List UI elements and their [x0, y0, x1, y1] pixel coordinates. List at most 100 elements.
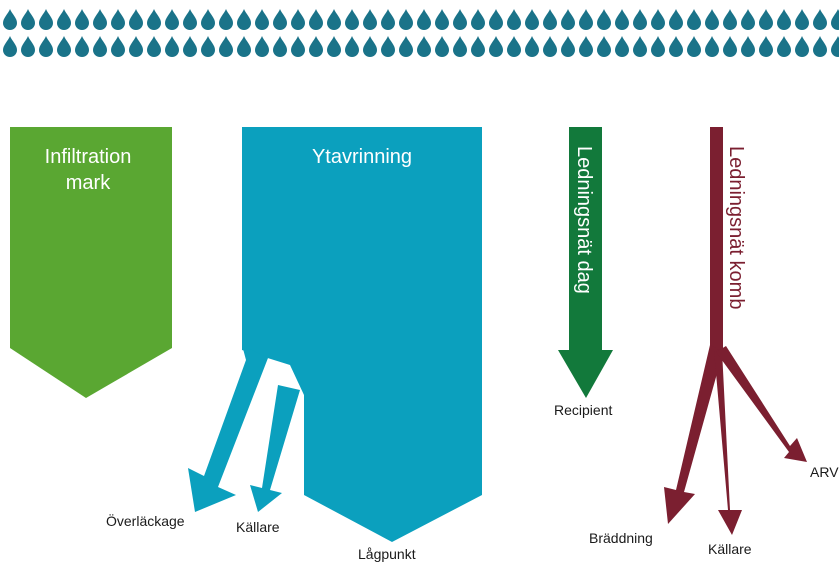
raindrop-icon: [219, 36, 233, 57]
combined-network-basement-branch: [714, 350, 742, 535]
combined-network-treatment-label: ARV: [810, 464, 839, 480]
raindrop-icon: [471, 9, 485, 30]
raindrop-icon: [723, 36, 737, 57]
raindrop-icon: [813, 9, 827, 30]
raindrop-icon: [417, 9, 431, 30]
raindrop-icon: [165, 36, 179, 57]
raindrop-icon: [561, 9, 575, 30]
raindrop-icon: [129, 9, 143, 30]
raindrop-icon: [435, 36, 449, 57]
infiltration-label-line1: Infiltration: [45, 146, 132, 168]
raindrop-icon: [75, 36, 89, 57]
raindrop-icon: [813, 36, 827, 57]
raindrop-icon: [21, 9, 35, 30]
raindrop-icon: [273, 9, 287, 30]
raindrop-icon: [327, 9, 341, 30]
raindrop-icon: [399, 36, 413, 57]
raindrop-icon: [651, 9, 665, 30]
combined-network-label: Ledningsnät komb: [725, 146, 747, 309]
raindrop-icon: [777, 36, 791, 57]
raindrop-icon: [795, 36, 809, 57]
raindrop-icon: [345, 9, 359, 30]
combined-network-overflow-branch: [664, 345, 723, 524]
raindrop-icon: [255, 9, 269, 30]
raindrop-icon: [111, 36, 125, 57]
raindrop-icon: [579, 36, 593, 57]
raindrop-icon: [669, 9, 683, 30]
raindrop-icon: [687, 9, 701, 30]
surface-runoff-flow: [188, 127, 482, 542]
combined-network-treatment-branch: [716, 346, 807, 462]
raindrop-icon: [183, 36, 197, 57]
raindrop-icon: [39, 36, 53, 57]
raindrop-icon: [741, 9, 755, 30]
raindrop-icon: [507, 9, 521, 30]
combined-network-flow: [664, 127, 807, 535]
combined-network-overflow-label: Bräddning: [589, 530, 653, 546]
raindrop-icon: [741, 36, 755, 57]
raindrop-icon: [309, 36, 323, 57]
raindrop-icon: [633, 9, 647, 30]
combined-network-stem: [710, 127, 723, 350]
infiltration-label-line2: mark: [66, 172, 111, 194]
raindrop-icon: [237, 9, 251, 30]
raindrop-icon: [777, 9, 791, 30]
raindrop-icon: [273, 36, 287, 57]
infiltration-arrow: [10, 127, 172, 398]
raindrop-icon: [831, 9, 839, 30]
raindrop-icon: [525, 9, 539, 30]
surface-runoff-overflow-label: Överläckage: [106, 512, 185, 529]
raindrop-icon: [237, 36, 251, 57]
raindrop-icon: [75, 9, 89, 30]
raindrop-icon: [219, 9, 233, 30]
combined-network-basement-label: Källare: [708, 541, 752, 557]
raindrop-icon: [723, 9, 737, 30]
surface-runoff-label: Ytavrinning: [312, 146, 412, 168]
raindrop-icon: [111, 9, 125, 30]
raindrop-icon: [489, 9, 503, 30]
raindrop-icon: [147, 9, 161, 30]
raindrop-icon: [633, 36, 647, 57]
raindrop-icon: [363, 9, 377, 30]
surface-runoff-lowpoint-label: Lågpunkt: [358, 546, 416, 562]
raindrop-icon: [39, 9, 53, 30]
raindrop-icon: [291, 36, 305, 57]
raindrop-icon: [363, 36, 377, 57]
raindrop-icon: [615, 9, 629, 30]
raindrop-icon: [795, 9, 809, 30]
surface-runoff-main-arrow: [242, 127, 482, 542]
raindrop-icon: [93, 36, 107, 57]
raindrop-icon: [291, 9, 305, 30]
storm-network-arrow: [558, 127, 613, 398]
raindrop-icon: [759, 36, 773, 57]
raindrop-icon: [147, 36, 161, 57]
raindrop-icon: [831, 36, 839, 57]
raindrop-icon: [525, 36, 539, 57]
raindrop-icon: [381, 36, 395, 57]
rain-drops: [3, 9, 839, 57]
raindrop-icon: [615, 36, 629, 57]
raindrop-icon: [57, 9, 71, 30]
raindrop-icon: [21, 36, 35, 57]
raindrop-icon: [165, 9, 179, 30]
surface-runoff-basement-branch: [250, 385, 300, 512]
raindrop-icon: [597, 36, 611, 57]
surface-runoff-basement-label: Källare: [236, 519, 280, 535]
raindrop-icon: [183, 9, 197, 30]
raindrop-icon: [327, 36, 341, 57]
raindrop-icon: [759, 9, 773, 30]
raindrop-icon: [399, 9, 413, 30]
raindrop-icon: [705, 36, 719, 57]
raindrop-icon: [579, 9, 593, 30]
raindrop-icon: [705, 9, 719, 30]
raindrop-icon: [57, 36, 71, 57]
raindrop-icon: [3, 36, 17, 57]
raindrop-icon: [345, 36, 359, 57]
raindrop-icon: [3, 9, 17, 30]
raindrop-icon: [453, 9, 467, 30]
raindrop-icon: [669, 36, 683, 57]
raindrop-icon: [201, 36, 215, 57]
raindrop-icon: [597, 9, 611, 30]
raindrop-icon: [453, 36, 467, 57]
